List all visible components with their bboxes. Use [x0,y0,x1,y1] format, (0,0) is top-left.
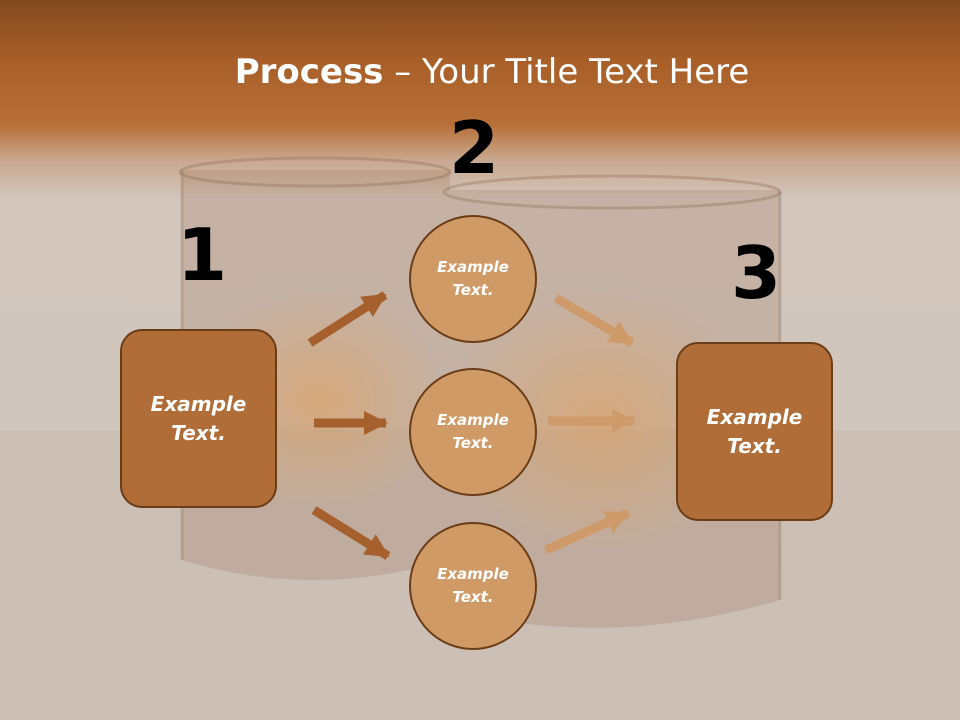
arrow-1-to-circle-top [307,291,388,347]
left-step-label: Example Text. [150,391,247,445]
arrow-1-to-circle-bottom [311,506,391,560]
title-bold: Process [234,52,384,92]
circle-top[interactable]: Example Text. [409,215,537,343]
circle-middle[interactable]: Example Text. [409,368,537,496]
circle-middle-label: Example Text. [437,411,509,452]
circle-top-label: Example Text. [437,258,509,299]
right-step-label: Example Text. [706,404,803,458]
arrow-circle-bottom-to-3 [544,508,630,555]
title-rest: – Your Title Text Here [383,52,750,92]
step-number-1: 1 [177,213,228,297]
slide-title: Process – Your Title Text Here [0,52,960,92]
right-step-box[interactable]: Example Text. [676,342,833,521]
circle-bottom[interactable]: Example Text. [409,522,537,650]
left-step-box[interactable]: Example Text. [120,329,277,508]
step-number-2: 2 [449,106,500,190]
arrow-circle-top-to-3 [553,294,635,347]
step-number-3: 3 [731,231,782,315]
circle-bottom-label: Example Text. [437,565,509,606]
